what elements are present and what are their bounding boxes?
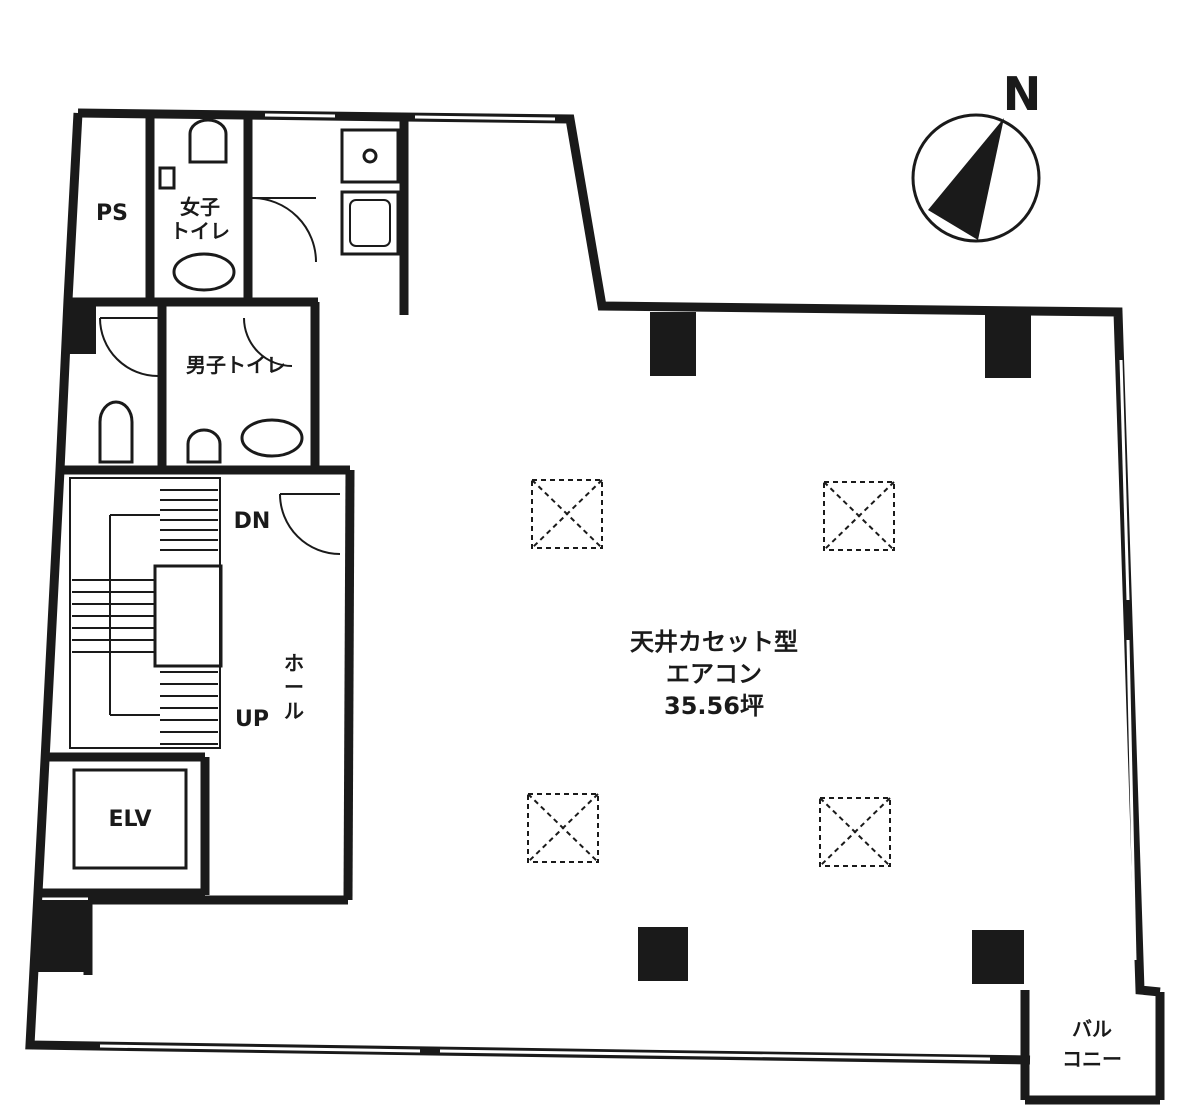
column [650, 312, 696, 376]
hall-label-char1: ホ [284, 651, 304, 675]
ac-type-label: 天井カセット型 [630, 628, 798, 656]
ac-label: エアコン [666, 660, 762, 688]
balcony-label-line1: バル [1072, 1017, 1112, 1041]
ac-unit [823, 481, 895, 551]
column [66, 306, 96, 354]
north-label: N [1003, 67, 1042, 121]
hall-label-char3: ル [284, 699, 304, 723]
balcony-label-line2: コニー [1062, 1047, 1122, 1071]
stair-down-label: DN [234, 509, 271, 534]
ps-label: PS [96, 201, 128, 226]
column [972, 930, 1024, 984]
floor-area-label: 35.56坪 [664, 692, 764, 720]
columns [38, 306, 1031, 984]
north-arrow-icon [928, 118, 1004, 240]
column [38, 900, 88, 972]
ac-unit [531, 479, 603, 549]
ac-unit [527, 793, 599, 863]
hall-label-char2: ー [284, 675, 304, 699]
ac-units [527, 479, 895, 867]
elevator-shaft [72, 768, 188, 870]
mens-toilet-fixtures [98, 317, 304, 464]
womens-toilet-label-line2: トイレ [170, 219, 230, 243]
column [638, 927, 688, 981]
column [985, 314, 1031, 378]
womens-toilet-label-line1: 女子 [180, 195, 220, 219]
kitchenette [340, 128, 400, 256]
north-compass: N [911, 67, 1042, 243]
stair-up-label: UP [235, 707, 269, 732]
womens-toilet-fixtures [158, 118, 317, 292]
staircase [69, 477, 341, 749]
mens-toilet-label: 男子トイレ [186, 353, 286, 377]
outer-walls [25, 108, 1161, 1065]
elevator-label: ELV [108, 807, 151, 832]
ac-unit [819, 797, 891, 867]
